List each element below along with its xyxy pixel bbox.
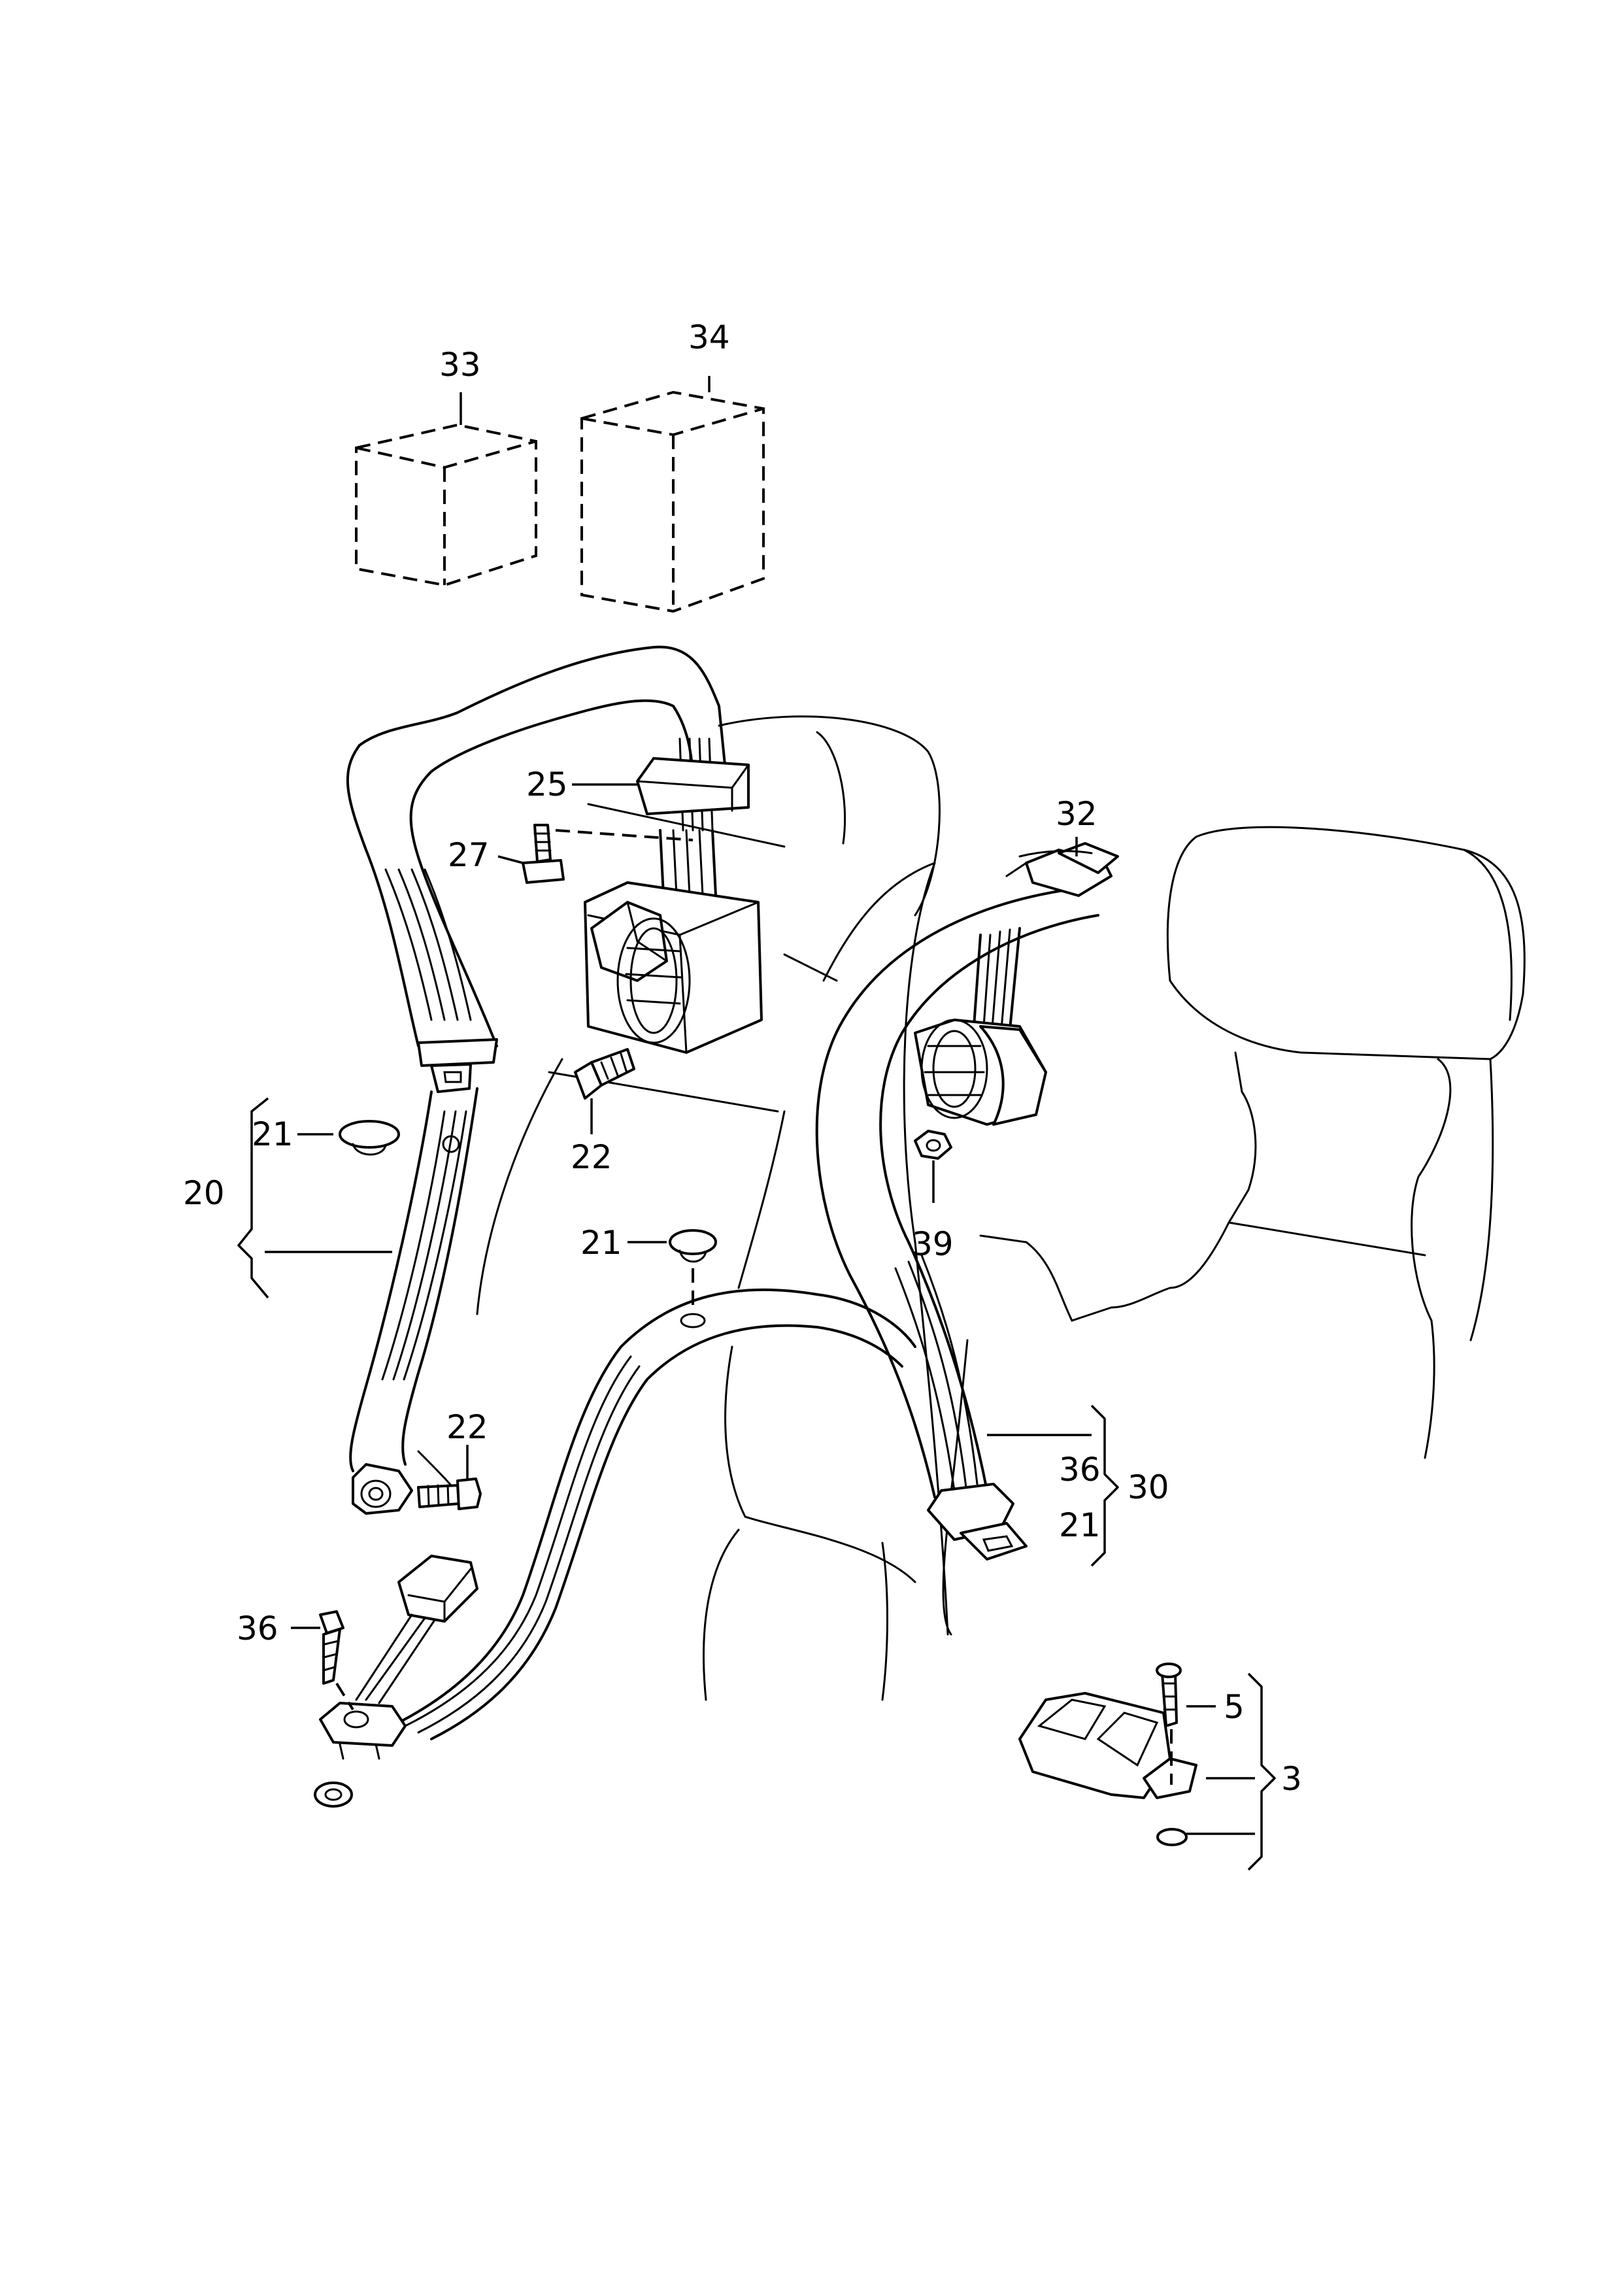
part-32-anchor (1005, 842, 1119, 897)
callout-20: 20 (183, 1174, 225, 1212)
diagonal-belt (815, 888, 1099, 1498)
part-25-belt-guide (636, 757, 750, 815)
left-upper-belt (346, 645, 727, 1047)
callout-36-right: 36 (1059, 1451, 1101, 1489)
callout-5: 5 (1224, 1688, 1245, 1726)
callout-3: 3 (1281, 1760, 1302, 1798)
callout-25: 25 (526, 766, 568, 803)
callout-22-upper: 22 (571, 1138, 612, 1176)
leader-lines (265, 376, 1255, 1835)
callout-39: 39 (912, 1225, 954, 1263)
callout-36-left: 36 (237, 1610, 278, 1647)
callout-32: 32 (1056, 795, 1097, 833)
part-21-cap-middle (669, 1229, 717, 1328)
part-21-cap-left (339, 1120, 400, 1156)
callout-21-middle: 21 (580, 1224, 622, 1262)
callout-34: 34 (688, 318, 730, 356)
callout-21-left: 21 (252, 1115, 293, 1153)
part-39-nut (914, 1130, 952, 1160)
front-seat-outline (979, 826, 1526, 1459)
callout-27: 27 (448, 836, 490, 874)
lap-belt (391, 1288, 916, 1740)
callout-labels: 33 34 25 27 32 22 21 20 21 39 22 36 30 2… (183, 318, 1302, 1798)
part-20-belt-strap (349, 1038, 498, 1515)
part-22-bolt-upper (574, 1048, 635, 1100)
callout-22-lower: 22 (446, 1408, 488, 1446)
part-22-bolt-lower (417, 1450, 482, 1510)
part-36-left-buckle (314, 1555, 478, 1808)
part-27-bolt (522, 824, 694, 884)
callout-33: 33 (439, 346, 481, 384)
right-retractor (914, 927, 1047, 1126)
part-30-tongue (927, 1483, 1028, 1561)
part-3-buckle-assembly (1018, 1663, 1197, 1846)
part-34-box (580, 390, 765, 613)
braces (237, 1097, 1276, 1871)
part-33-box (355, 423, 537, 587)
callout-21-right: 21 (1059, 1506, 1101, 1544)
left-retractor (584, 829, 763, 1054)
callout-30: 30 (1128, 1468, 1169, 1506)
